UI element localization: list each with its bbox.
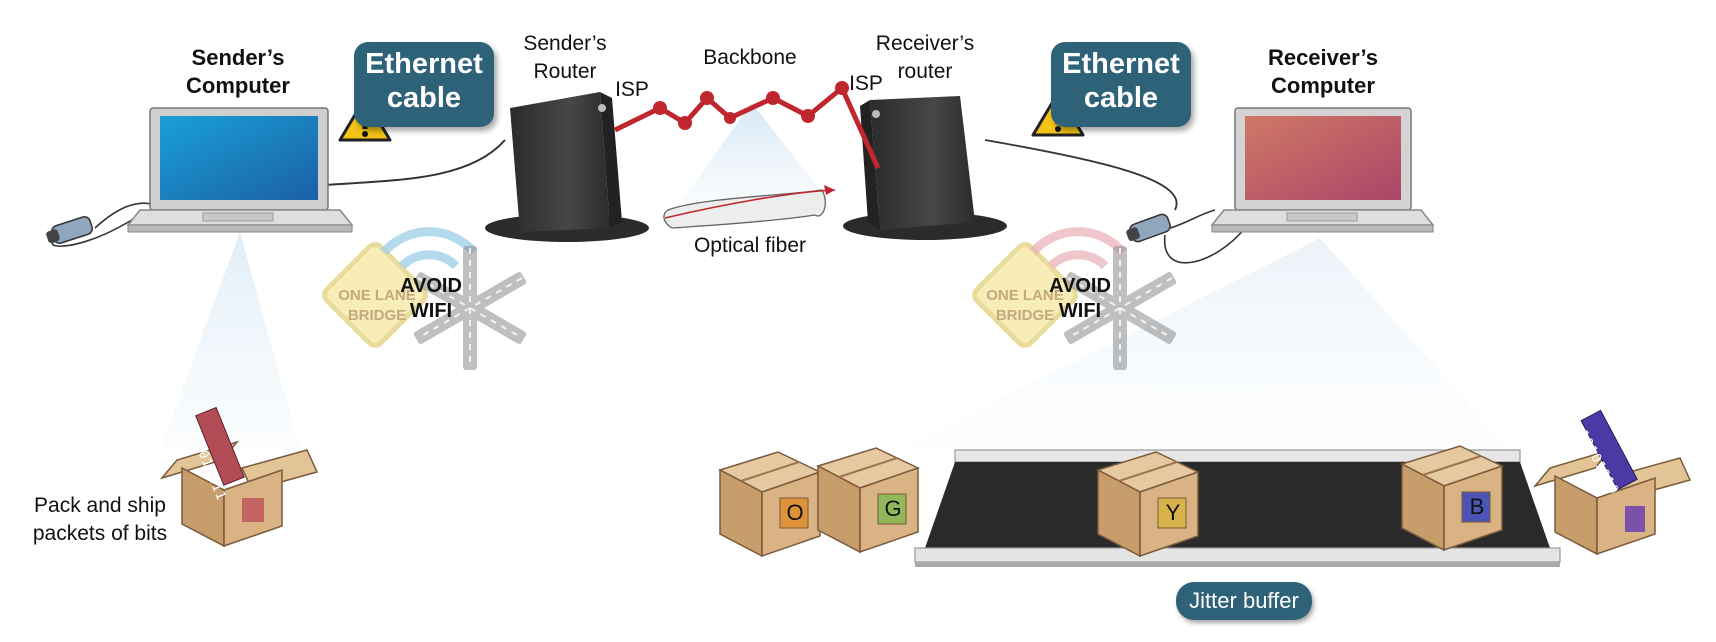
conveyor-belt [914, 449, 1561, 567]
receiver-laptop [1210, 107, 1435, 233]
sender-router-label: Sender’s Router [523, 32, 607, 83]
box-o-letter: O [786, 500, 804, 525]
receiver-wifi-arcs [1029, 227, 1127, 270]
receiver-open-box [1532, 448, 1692, 556]
backbone-label: Backbone [703, 46, 797, 69]
fiber-beam [680, 103, 830, 203]
receiver-avoid-wifi: AVOID WIFI [1049, 275, 1111, 322]
receiver-usb-cable-2 [1164, 227, 1246, 264]
pack-and-ship-label: Pack and ship packets of bits [32, 494, 168, 545]
receiver-ethernet-cable [984, 139, 1178, 211]
box-b-letter: B [1469, 494, 1485, 519]
receiver-ethernet-label: Ethernet cable [1051, 42, 1191, 127]
sender-avoid-wifi: AVOID WIFI [400, 275, 462, 322]
sender-ethernet-label: Ethernet cable [354, 42, 494, 127]
receiver-bits-strip [1580, 409, 1638, 491]
box-b [1401, 445, 1503, 551]
sender-laptop [126, 107, 354, 233]
sender-beam [160, 232, 300, 450]
receiver-usb-cable [1169, 209, 1216, 229]
sender-wifi-arcs [380, 227, 478, 270]
sender-title: Sender’s Computer [186, 45, 290, 98]
jitter-buffer-label: Jitter buffer [1176, 582, 1312, 620]
optical-fiber-label: Optical fiber [693, 234, 807, 257]
sender-ethernet-cable [324, 139, 506, 186]
sender-router [485, 92, 649, 242]
receiver-beam [900, 238, 1510, 450]
receiver-bridge-text: ONE LANE BRIDGE [986, 287, 1064, 324]
receiver-router-label: Receiver’s router [875, 32, 975, 83]
optical-fiber [663, 185, 836, 229]
sender-usb-adapter [46, 216, 93, 244]
receiver-router [843, 96, 1007, 240]
box-o [719, 451, 821, 557]
box-y-letter: Y [1165, 500, 1181, 525]
receiver-isp-label: ISP [849, 72, 883, 95]
sender-bridge-text: ONE LANE BRIDGE [338, 287, 416, 324]
box-g-letter: G [884, 496, 902, 521]
backbone-nodes [653, 81, 849, 130]
box-y [1097, 451, 1199, 557]
receiver-title: Receiver’s Computer [1267, 45, 1379, 98]
sender-open-box [159, 440, 319, 548]
sender-bits-strip [195, 406, 245, 486]
box-g [817, 447, 919, 553]
receiver-usb-adapter [1126, 213, 1171, 243]
sender-isp-label: ISP [615, 78, 649, 101]
